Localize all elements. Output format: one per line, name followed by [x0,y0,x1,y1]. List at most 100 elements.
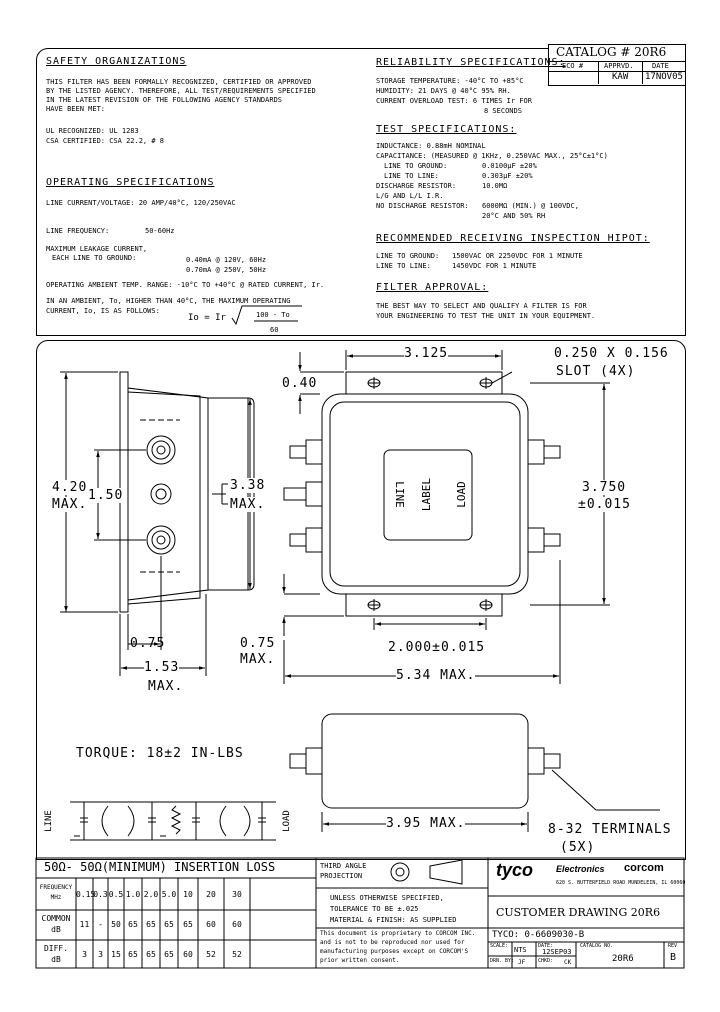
dim-150: 1.50 [88,488,124,503]
diff-unit: dB [51,955,61,964]
safety-heading: SAFETY ORGANIZATIONS [46,56,187,67]
hipot-heading: RECOMMENDED RECEIVING INSPECTION HIPOT: [376,233,650,244]
catalog-appvd-label: APPRVD. [604,62,634,70]
rev: B [670,952,677,963]
operating-frequency: 50-60Hz [145,227,175,235]
test-resistor: 10.0MΩ [482,182,508,190]
common-cell: 65 [128,920,138,929]
diff-cell: 65 [164,950,174,959]
approval-heading: FILTER APPROVAL: [376,282,489,293]
freq-cell: 0.3 [93,890,108,899]
schematic-load: LOAD [281,810,292,832]
reliability-storage: STORAGE TEMPERATURE: -40°C TO +85°C [376,77,524,85]
catalog-appvd: KAW [612,72,629,82]
dim-075m-b: MAX. [240,652,276,667]
safety-ul: UL RECOGNIZED: UL 1283 [46,127,139,135]
catalog-divider [548,61,685,62]
test-resistor-label: DISCHARGE RESISTOR: [376,182,457,190]
dim-075: 0.75 [130,636,166,651]
catalog-col-2 [642,61,643,84]
operating-ambient-2: IN AN AMBIENT, To, HIGHER THAN 40°C, THE… [46,297,291,305]
brand-electronics: Electronics [556,864,605,874]
hipot-line-label: LINE TO LINE: [376,262,431,270]
operating-current: LINE CURRENT/VOLTAGE: 20 AMP/40°C, 120/2… [46,199,236,207]
spec-frame [36,48,686,336]
diff-cell: 3 [82,950,87,959]
common-cell: 65 [146,920,156,929]
freq-unit: MHz [50,894,62,901]
catalog-divider-2 [548,71,685,72]
test-ir-label-2: NO DISCHARGE RESISTOR: [376,202,469,210]
dim-075m-a: 0.75 [240,636,276,651]
date: 12SEP03 [542,948,572,956]
dim-slot-2: SLOT (4X) [556,364,636,379]
freq-cell: 20 [206,890,216,899]
common-cell: 60 [232,920,242,929]
freq-cell: 0.5 [108,890,124,899]
freq-cell: 1.0 [125,890,141,899]
test-cap-g-label: LINE TO GROUND: [384,162,448,170]
approval-line-2: YOUR ENGINEERING TO TEST THE UNIT IN YOU… [376,312,596,320]
test-cap-l: 0.303µF ±20% [482,172,533,180]
chkd: CK [564,959,572,966]
operating-ambient: OPERATING AMBIENT TEMP. RANGE: -10°C TO … [46,281,325,289]
test-ir: 6000MΩ (MIN.) @ 100VDC, [482,202,579,210]
freq-cell: 30 [232,890,242,899]
rev-label: REV [668,943,678,949]
common-cell: 11 [79,920,90,929]
dim-153-a: 1.53 [144,660,180,675]
operating-ambient-3: CURRENT, Io, IS AS FOLLOWS: [46,307,160,315]
scale: NTS [514,946,527,954]
operating-heading: OPERATING SPECIFICATIONS [46,177,215,188]
diff-cell: 52 [206,950,216,959]
catalog-no: 20R6 [612,954,634,964]
dim-slot-1: 0.250 X 0.156 [554,346,669,361]
test-inductance: INDUCTANCE: 0.88mH NOMINAL [376,142,486,150]
dim-3750-b: ±0.015 [578,497,631,512]
freq-cell: 5.0 [161,890,177,899]
common-label: COMMON [41,914,71,923]
label-line: LINE [392,481,406,508]
test-cap-g: 0.0100µF ±20% [482,162,537,170]
diff-cell: 15 [111,950,121,959]
drawing-frame [36,340,686,860]
hipot-ground: 1500VAC OR 2250VDC FOR 1 MINUTE [452,252,583,260]
reliability-overload: CURRENT OVERLOAD TEST: 6 TIMES Ir FOR [376,97,532,105]
label-load: LOAD [454,481,468,508]
drn-label: DRN. BY: [490,958,515,964]
hipot-ground-label: LINE TO GROUND: [376,252,440,260]
label-label: LABEL [420,477,434,512]
operating-leak-1: MAXIMUM LEAKAGE CURRENT, [46,245,148,253]
catalog-date-label: DATE [652,62,669,70]
tyco-number: TYCO: 0-6609030-B [492,930,585,940]
loss-title: 50Ω- 50Ω(MINIMUM) INSERTION LOSS [44,860,276,874]
projection-2: PROJECTION [320,872,363,880]
hipot-line: 1450VDC FOR 1 MINUTE [452,262,537,270]
catalog-date: 17NOV05 [645,72,683,82]
operating-frequency-label: LINE FREQUENCY: [46,227,110,235]
diff-cell: 60 [183,950,193,959]
operating-leak-v2: 0.70mA @ 250V, 50Hz [186,266,267,274]
dim-534: 5.34 MAX. [396,668,476,683]
proprietary-4: prior written consent. [320,957,400,964]
chkd-label: CHKD: [538,958,554,964]
test-capacitance: CAPACITANCE: (MEASURED @ 1KHz, 0.250VAC … [376,152,608,160]
drn: JF [518,959,526,966]
dim-420-a: 4.20 [52,480,88,495]
common-unit: dB [51,925,61,934]
terminals-1: 8-32 TERMINALS [548,822,672,837]
unless-2: TOLERANCE TO BE ±.025 [330,905,419,913]
dim-3125: 3.125 [404,346,449,361]
unless-3: MATERIAL & FINISH: AS SUPPLIED [330,916,457,924]
catalog-no-label: CATALOG NO. [580,943,614,949]
common-cell: 60 [206,920,216,929]
catalog-box [548,44,686,86]
reliability-heading: RELIABILITY SPECIFICATIONS: [376,57,566,68]
dim-040: 0.40 [282,376,318,391]
test-cap-l-label: LINE TO LINE: [384,172,439,180]
brand-address: 620 S. BUTTERFIELD ROAD MUNDELEIN, IL 60… [556,880,686,886]
diff-label: DIFF. [43,944,69,953]
proprietary-1: This document is proprietary to CORCOM I… [320,930,476,937]
safety-csa: CSA CERTIFIED: CSA 22.2, # 8 [46,137,165,145]
dim-338-b: MAX. [230,497,266,512]
